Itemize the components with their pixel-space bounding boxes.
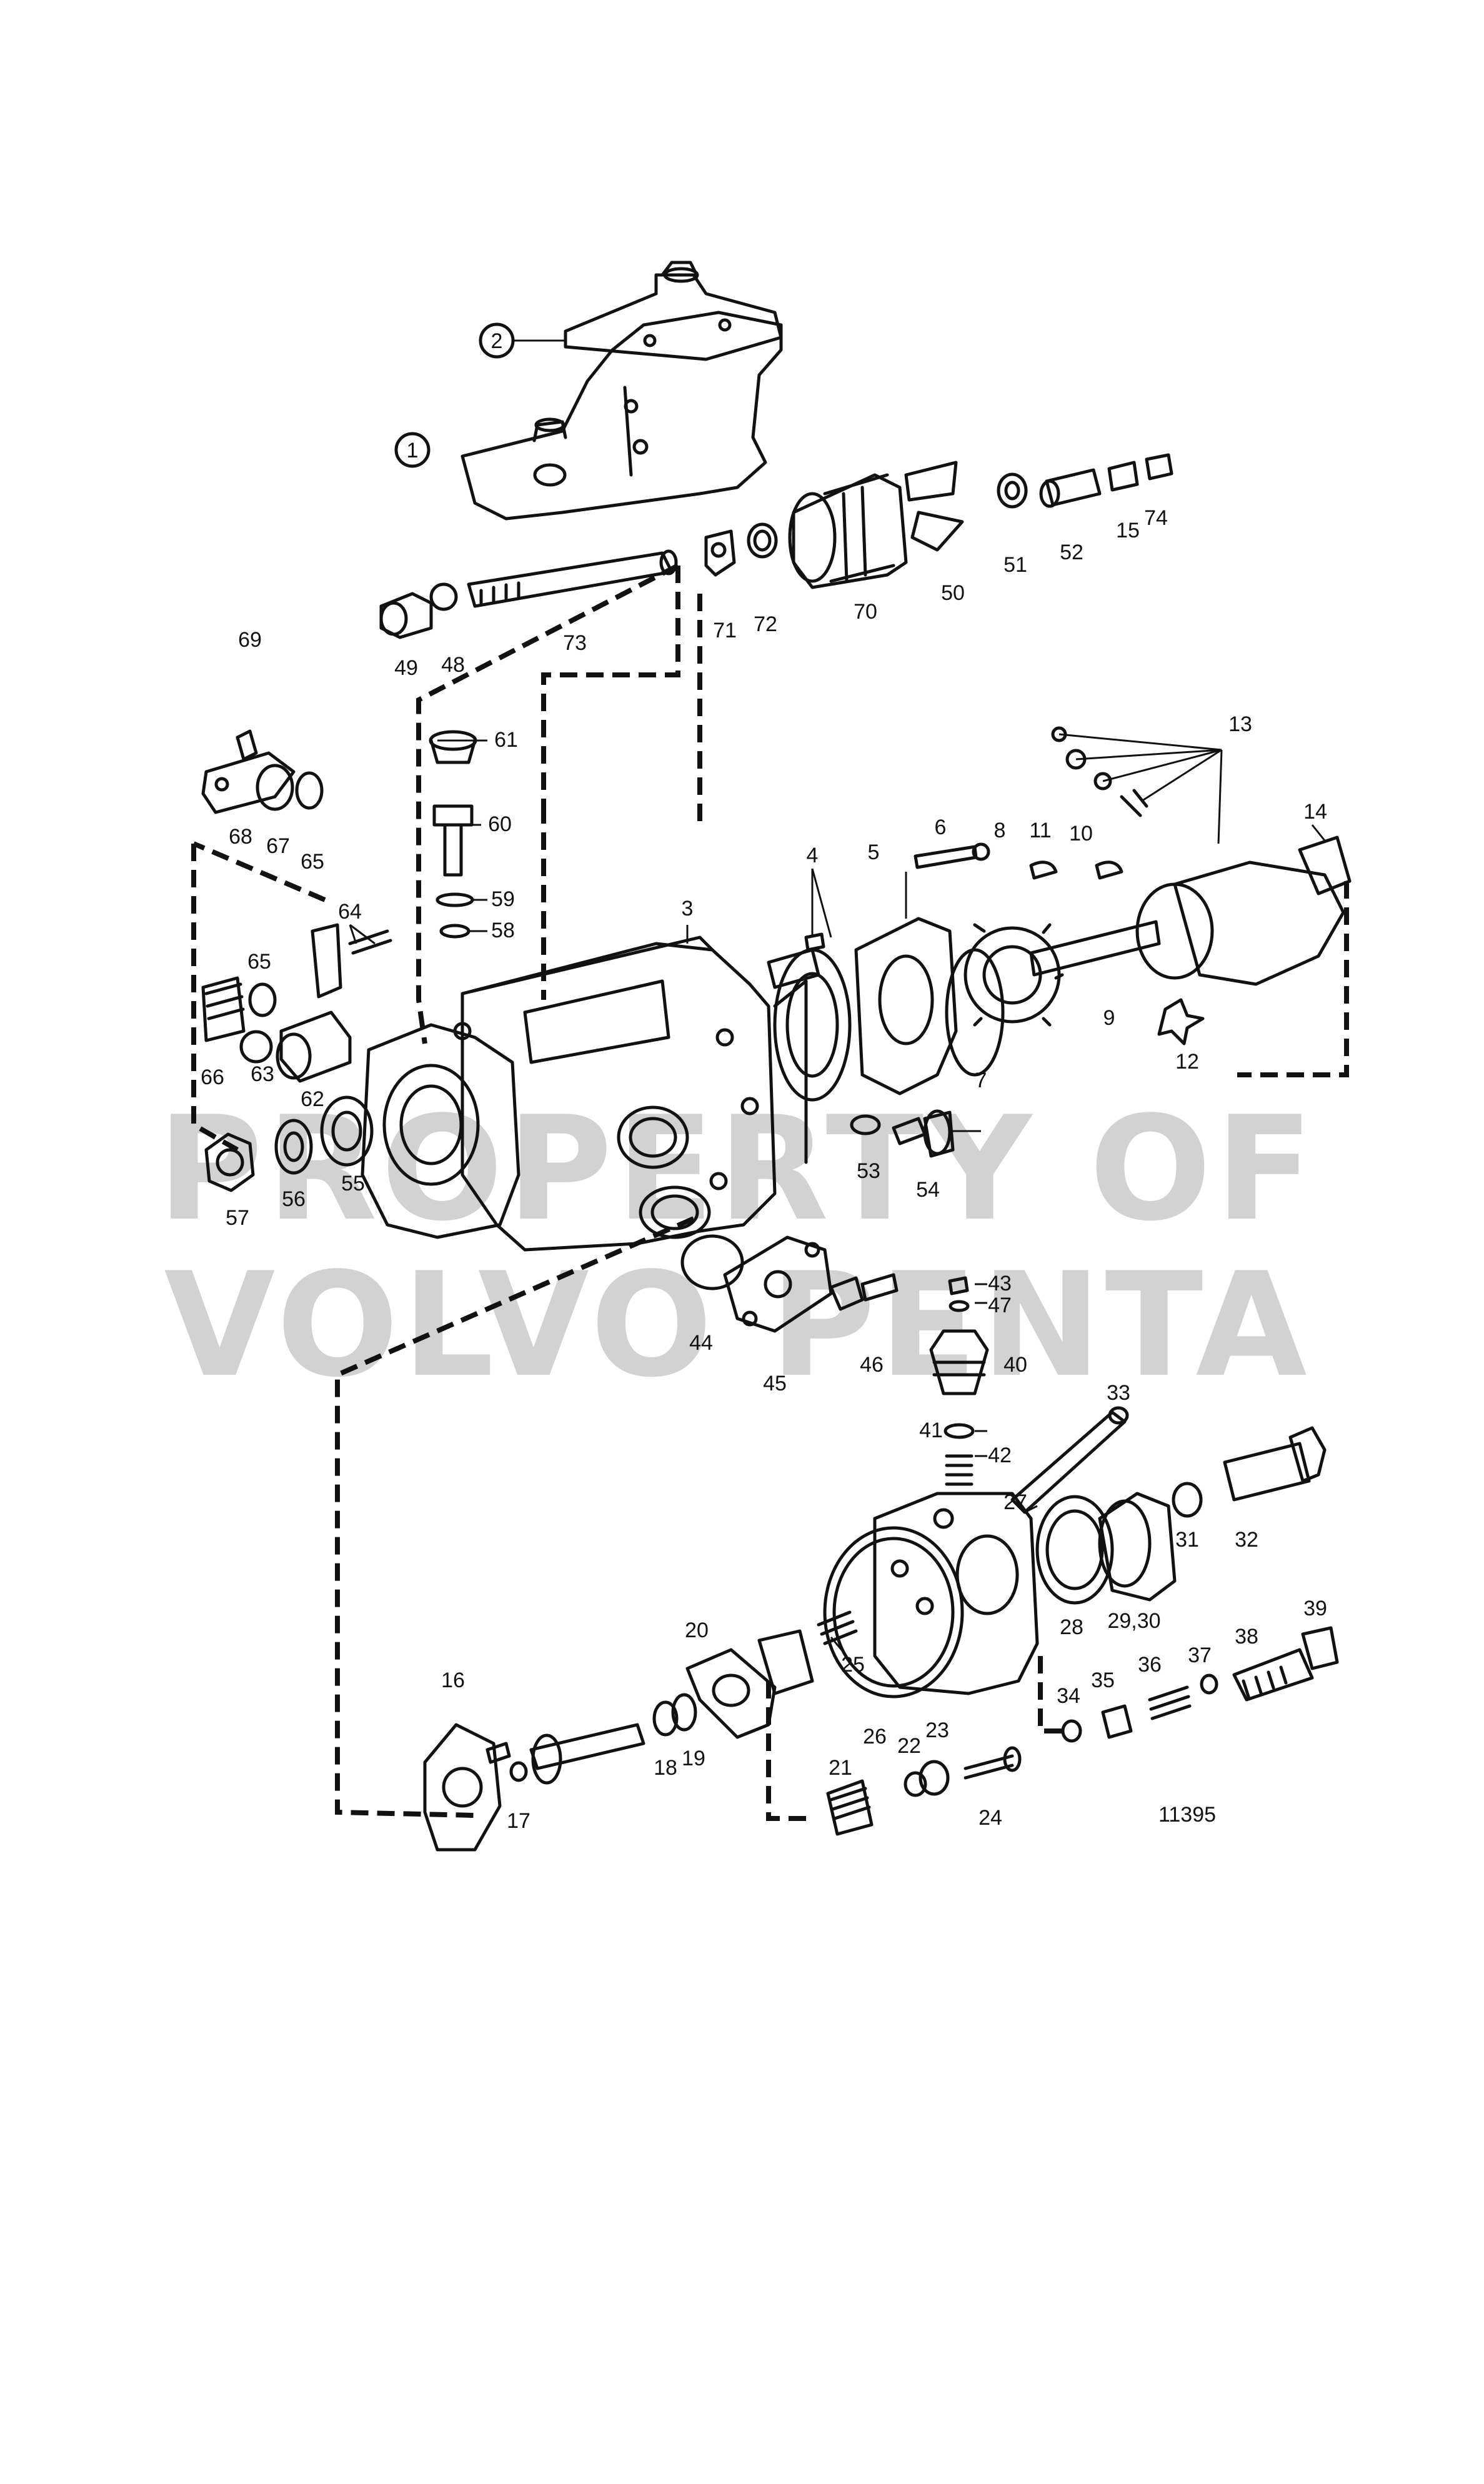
callout-7: 7: [975, 1069, 987, 1092]
callout-36: 36: [1138, 1653, 1162, 1677]
callout-52: 52: [1060, 541, 1083, 564]
callout-62: 62: [301, 1087, 324, 1111]
callout-57: 57: [226, 1206, 249, 1230]
parts-gear-drive: [704, 453, 1173, 589]
callout-63: 63: [251, 1062, 274, 1086]
watermark-line-1: PROPERTY OF: [157, 1086, 1317, 1253]
callout-55: 55: [341, 1172, 365, 1195]
callout-43: 43: [988, 1272, 1012, 1295]
callout-27: 27: [1003, 1490, 1027, 1514]
callout-6: 6: [935, 816, 947, 839]
callout-labels: 1 2 3 4 5 6 7 8 9 10 11 12 13 14 15 16 1…: [201, 329, 1327, 1833]
parts-44-47: [680, 1234, 989, 1486]
callout-5: 5: [868, 840, 880, 864]
callout-39: 39: [1303, 1597, 1327, 1620]
callout-71: 71: [713, 619, 737, 642]
callout-21: 21: [829, 1756, 852, 1780]
callout-19: 19: [682, 1747, 705, 1770]
callout-64: 64: [338, 900, 362, 924]
leader-lines: [349, 339, 1326, 1657]
callout-41: 41: [919, 1419, 943, 1442]
callout-11: 11: [1029, 819, 1051, 842]
callout-14: 14: [1303, 800, 1327, 824]
callout-65-upper: 65: [301, 850, 324, 874]
callout-34: 34: [1057, 1684, 1080, 1708]
callout-49: 49: [394, 656, 418, 680]
callout-74: 74: [1144, 506, 1168, 530]
callout-8: 8: [994, 819, 1006, 842]
callout-22: 22: [897, 1734, 921, 1758]
callout-29-30: 29,30: [1107, 1609, 1160, 1633]
parts-lower-housing: [873, 1406, 1327, 1695]
callout-44: 44: [689, 1331, 713, 1355]
callout-31: 31: [1175, 1528, 1199, 1552]
callout-67: 67: [266, 834, 290, 858]
callout-72: 72: [754, 612, 777, 636]
callout-61: 61: [494, 728, 518, 752]
callout-24: 24: [979, 1806, 1002, 1830]
callout-17: 17: [507, 1809, 530, 1833]
callout-60: 60: [488, 812, 512, 836]
callout-2: 2: [491, 329, 503, 353]
callout-38: 38: [1235, 1625, 1258, 1649]
callout-70: 70: [854, 600, 877, 624]
callout-69: 69: [238, 628, 262, 652]
callout-45: 45: [763, 1372, 787, 1395]
callout-15: 15: [1116, 519, 1140, 542]
callout-51: 51: [1003, 553, 1027, 577]
callout-37: 37: [1188, 1644, 1212, 1667]
parts-34-39: [1061, 1626, 1339, 1743]
callout-10: 10: [1069, 822, 1093, 845]
callout-35: 35: [1091, 1668, 1115, 1692]
callout-9: 9: [1103, 1006, 1115, 1030]
callout-59: 59: [491, 887, 515, 911]
callout-58: 58: [491, 919, 515, 942]
callout-32: 32: [1235, 1528, 1258, 1552]
callout-56: 56: [282, 1187, 306, 1211]
callout-18: 18: [654, 1756, 677, 1780]
callout-47: 47: [988, 1294, 1012, 1317]
assembly-lines: [191, 563, 1349, 1821]
callout-26: 26: [863, 1725, 887, 1748]
callout-65-lower: 65: [247, 950, 271, 974]
callout-1: 1: [407, 439, 419, 462]
parts-21-26: [757, 1526, 1022, 1836]
callout-28: 28: [1060, 1615, 1083, 1639]
callout-42: 42: [988, 1444, 1012, 1467]
callout-12: 12: [1175, 1050, 1199, 1074]
callout-circles: [394, 322, 515, 468]
callout-53: 53: [857, 1159, 880, 1183]
callout-68: 68: [229, 825, 252, 849]
pump-housing: [361, 935, 820, 1252]
callout-25: 25: [841, 1653, 865, 1677]
parts-left-group: [201, 729, 392, 1192]
callout-66: 66: [201, 1065, 224, 1089]
callout-46: 46: [860, 1353, 884, 1377]
parts-48-49-73: [379, 549, 678, 639]
callout-4: 4: [807, 844, 819, 867]
governor-cover-assembly: [461, 261, 783, 521]
drawing-number: 11395: [1158, 1803, 1216, 1827]
callout-33: 33: [1107, 1381, 1130, 1405]
callout-54: 54: [916, 1178, 940, 1202]
callout-3: 3: [682, 897, 694, 920]
parts-16-20: [423, 1648, 777, 1852]
parts-drive-side: [773, 726, 1352, 1158]
callout-73: 73: [563, 631, 587, 655]
callout-13: 13: [1228, 712, 1252, 736]
callout-48: 48: [441, 653, 465, 677]
callout-16: 16: [441, 1668, 465, 1692]
callout-20: 20: [685, 1619, 709, 1642]
callout-23: 23: [925, 1718, 949, 1742]
callout-40: 40: [1003, 1353, 1027, 1377]
parts-58-61: [429, 730, 477, 939]
callout-50: 50: [941, 581, 965, 605]
